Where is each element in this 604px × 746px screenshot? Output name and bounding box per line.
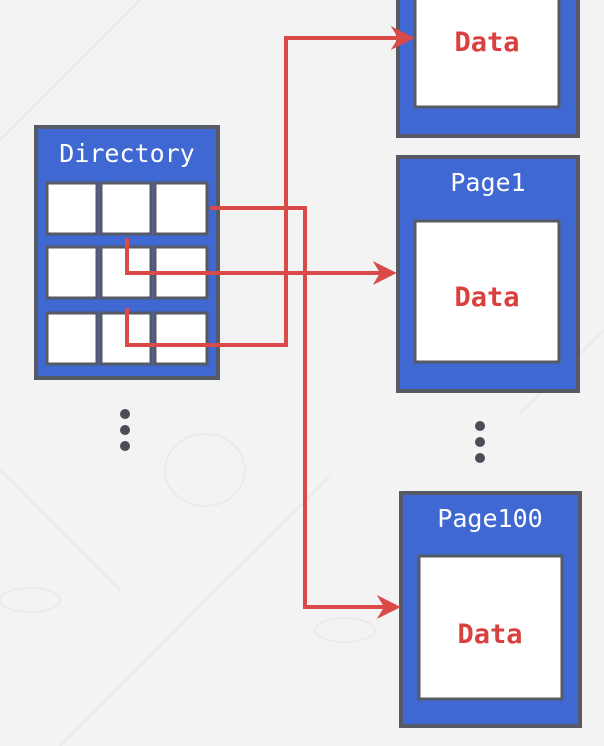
page-data-label: Data	[454, 27, 519, 58]
directory-slot	[45, 245, 99, 300]
directory-slot	[45, 311, 99, 366]
directory-ellipsis-icon	[120, 409, 130, 451]
page-box-page1: Page1 Data	[396, 155, 580, 393]
directory-box: Directory	[34, 125, 220, 380]
pointer-arrows	[125, 26, 415, 619]
page-data-label: Data	[457, 619, 522, 650]
page-data-area	[417, 554, 564, 701]
page-data-area	[413, 219, 561, 364]
directory-slot	[153, 311, 209, 366]
directory-slot	[45, 181, 99, 236]
page-data-area	[413, 0, 561, 109]
directory-slot-row-1	[45, 181, 209, 236]
directory-title: Directory	[59, 139, 194, 168]
page-title: Page100	[437, 504, 542, 533]
directory-slot	[99, 181, 153, 236]
directory-slot	[153, 181, 209, 236]
page-data-label: Data	[454, 282, 519, 313]
page-title: Page1	[450, 168, 525, 197]
pages-ellipsis-icon	[475, 421, 485, 463]
arrow-to-top-page	[125, 26, 415, 347]
page-box-page100: Page100 Data	[399, 491, 582, 728]
page-box-top: Data	[396, 0, 580, 138]
arrow-to-page100	[210, 206, 401, 619]
